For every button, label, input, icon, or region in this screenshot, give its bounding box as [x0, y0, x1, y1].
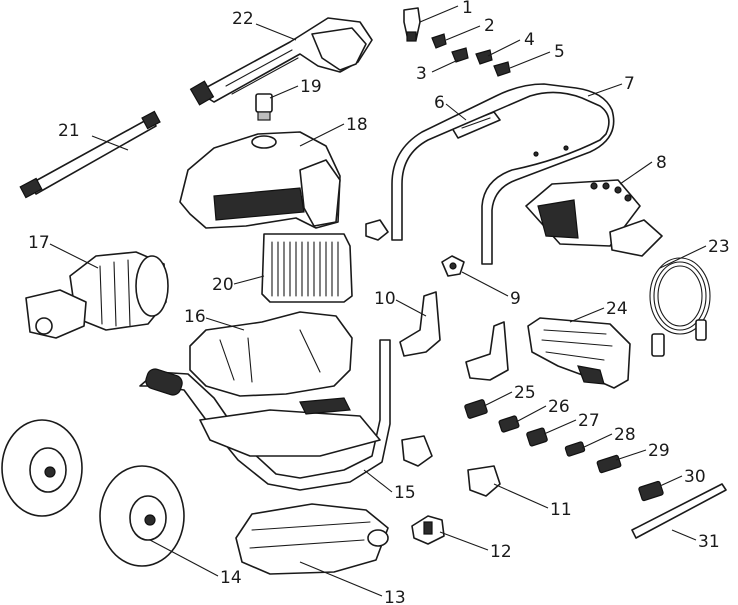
callout-4: 4	[524, 30, 535, 50]
callout-11: 11	[550, 500, 572, 520]
callout-20: 20	[212, 275, 234, 295]
callout-23: 23	[708, 237, 730, 257]
callout-24: 24	[606, 299, 628, 319]
part-bracket-left	[399, 291, 441, 357]
callout-14: 14	[220, 568, 242, 588]
callout-1: 1	[462, 0, 473, 18]
part-wheels	[1, 419, 185, 567]
part-hose-tray	[525, 179, 663, 257]
part-small-bracket	[401, 435, 433, 467]
callout-12: 12	[490, 542, 512, 562]
callout-10: 10	[374, 289, 396, 309]
callout-2: 2	[484, 16, 495, 36]
callout-5: 5	[554, 42, 565, 62]
part-handle-frame	[391, 83, 615, 265]
part-gun-adapter	[255, 93, 273, 121]
callout-17: 17	[28, 233, 50, 253]
callout-15: 15	[394, 483, 416, 503]
part-fittings	[464, 399, 727, 539]
callout-9: 9	[510, 289, 521, 309]
part-knob	[441, 255, 465, 277]
part-nozzle-tip	[403, 7, 421, 42]
callout-26: 26	[548, 397, 570, 417]
callout-21: 21	[58, 121, 80, 141]
callout-28: 28	[614, 425, 636, 445]
part-chassis-frame	[139, 339, 391, 491]
callout-18: 18	[346, 115, 368, 135]
callout-29: 29	[648, 441, 670, 461]
callout-3: 3	[416, 64, 427, 84]
part-storage-tray	[235, 503, 389, 575]
part-spray-gun	[189, 17, 373, 106]
part-quick-nozzles	[431, 33, 511, 77]
callout-31: 31	[698, 532, 720, 552]
callout-19: 19	[300, 77, 322, 97]
part-clip	[365, 219, 389, 241]
callout-6: 6	[434, 93, 445, 113]
callout-22: 22	[232, 9, 254, 29]
callout-30: 30	[684, 467, 706, 487]
callout-16: 16	[184, 307, 206, 327]
part-heatsink	[261, 233, 353, 303]
part-base-tray	[189, 311, 353, 397]
callout-27: 27	[578, 411, 600, 431]
part-cord-holder	[527, 317, 631, 389]
part-motor-pump	[25, 251, 169, 339]
part-foot-bracket	[467, 465, 501, 497]
callout-7: 7	[624, 74, 635, 94]
callout-labels: 1 2 3 4 5 6 7 8 9 10 11 12 13 14 15 16 1…	[28, 0, 730, 605]
part-cap	[411, 515, 445, 545]
part-bracket-right	[465, 321, 509, 381]
leader-lines	[49, 5, 707, 597]
part-extension-wand	[19, 110, 161, 199]
callout-13: 13	[384, 588, 406, 605]
part-hose-coil	[649, 257, 711, 357]
part-motor-cover	[179, 131, 341, 229]
callout-8: 8	[656, 153, 667, 173]
callout-25: 25	[514, 383, 536, 403]
